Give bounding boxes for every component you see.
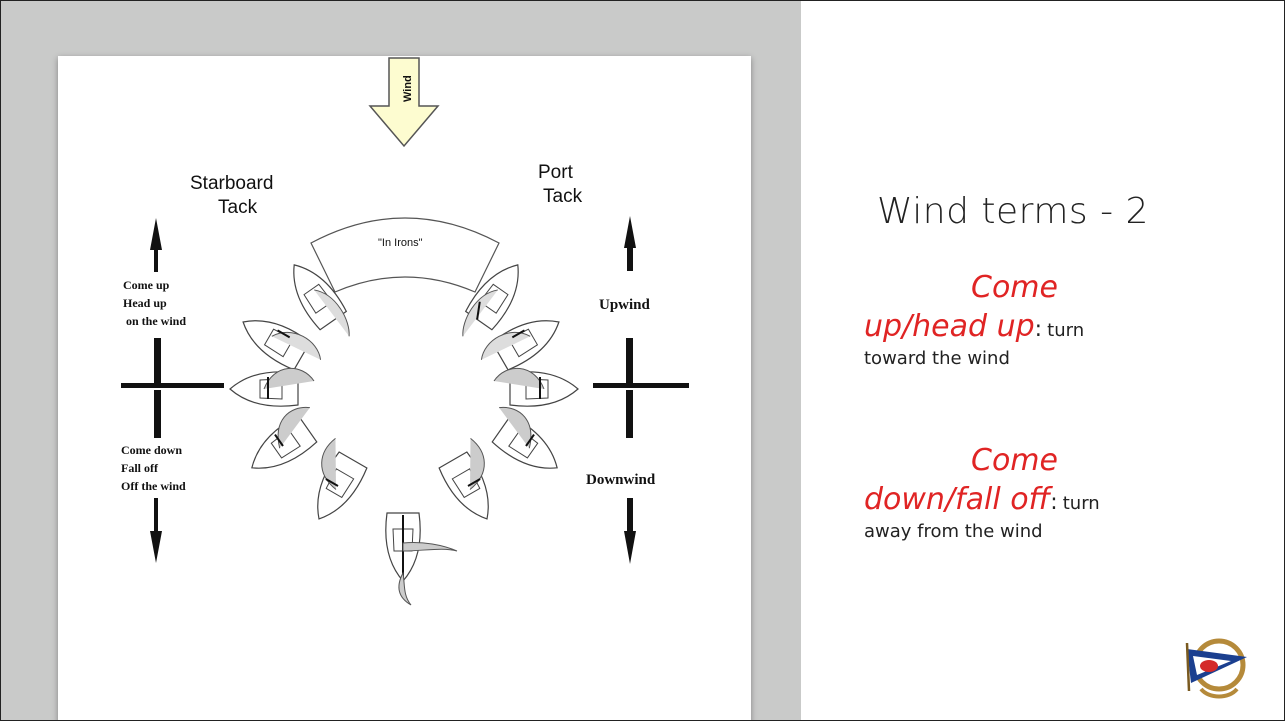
wind-arrow: Wind — [368, 57, 440, 148]
slide-title: Wind terms - 2 — [877, 191, 1149, 232]
left-up-line2: Head up — [123, 296, 167, 310]
port-label-line1: Port — [538, 162, 574, 183]
bullet-2-colon: : — [1050, 490, 1058, 515]
in-irons-zone: "In Irons" — [310, 217, 500, 293]
bullet-1-term-line2: up/head up — [864, 309, 1035, 344]
bullet-2-term-line1: Come — [971, 443, 1058, 478]
left-up-line1: Come up — [123, 278, 170, 292]
left-down-line3: Off the wind — [121, 479, 186, 493]
right-direction-axis: Upwind Downwind — [586, 216, 689, 564]
starboard-label-line1: Starboard — [190, 173, 273, 194]
port-label-line2: Tack — [543, 186, 583, 207]
bullet-1-term-line1: Come — [971, 270, 1058, 305]
boat-circle — [229, 254, 579, 606]
points-of-sail-diagram: Wind Starboard Tack Port Tack "In Irons" — [121, 57, 689, 606]
bullet-2-term-line2: down/fall off — [864, 482, 1051, 517]
bullet-2-desc-inline: turn — [1062, 493, 1100, 514]
left-down-line1: Come down — [121, 443, 182, 457]
left-down-line2: Fall off — [121, 461, 159, 475]
downwind-label: Downwind — [586, 472, 656, 488]
diagram-panel: Wind Starboard Tack Port Tack "In Irons" — [1, 1, 801, 720]
in-irons-label: "In Irons" — [378, 237, 423, 249]
bullet-2-desc: away from the wind — [864, 521, 1043, 542]
left-direction-axis: Come up Head up on the wind Come down Fa… — [121, 218, 224, 563]
starboard-label-line2: Tack — [218, 197, 258, 218]
bullet-1-colon: : — [1034, 317, 1043, 342]
upwind-label: Upwind — [599, 297, 651, 313]
wind-label: Wind — [402, 75, 414, 102]
bullet-1-desc-inline: turn — [1047, 320, 1085, 341]
bullet-come-down: Come down/fall off: turn away from the w… — [864, 441, 1194, 545]
diagram-card: Wind Starboard Tack Port Tack "In Irons" — [58, 56, 751, 720]
left-up-line3: on the wind — [126, 314, 186, 328]
bullet-come-up: Come up/head up: turn toward the wind — [864, 268, 1194, 372]
bullet-1-desc: toward the wind — [864, 348, 1010, 369]
club-burgee-logo-icon — [1185, 638, 1247, 699]
